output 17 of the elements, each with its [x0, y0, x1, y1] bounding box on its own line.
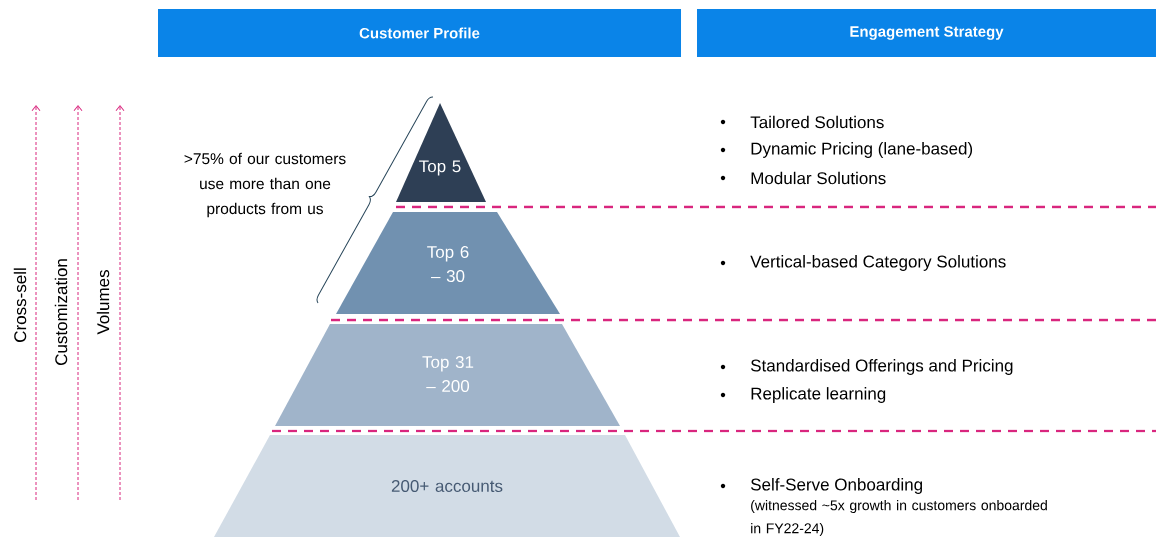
- bullet-item: Dynamic Pricing (lane-based): [720, 142, 973, 158]
- pyramid-tier: 200+ accounts: [214, 435, 680, 537]
- axis-label: Volumes: [96, 270, 110, 335]
- header-bar: Customer Profile: [158, 9, 681, 57]
- axis-label: Customization: [54, 259, 68, 365]
- pyramid-tier: Top 6 – 30: [336, 212, 560, 314]
- axis-label: Cross-sell: [13, 268, 27, 342]
- bullet-item: Vertical-based Category Solutions: [720, 255, 1006, 271]
- bullet-item: Replicate learning: [720, 387, 886, 403]
- note-text: (witnessed ~5x growth in customers onboarded in FY22-24): [751, 500, 1047, 537]
- bullet-item: Standardised Offerings and Pricing: [720, 359, 1013, 375]
- bullet-item: Self-Serve Onboarding: [720, 478, 922, 494]
- bullet-item: Tailored Solutions: [720, 115, 884, 129]
- pyramid-tier: Top 5: [396, 103, 486, 202]
- pyramid-tier: Top 31 – 200: [275, 324, 620, 426]
- header-bar: Engagement Strategy: [697, 9, 1156, 57]
- bullet-item: Modular Solutions: [720, 171, 886, 185]
